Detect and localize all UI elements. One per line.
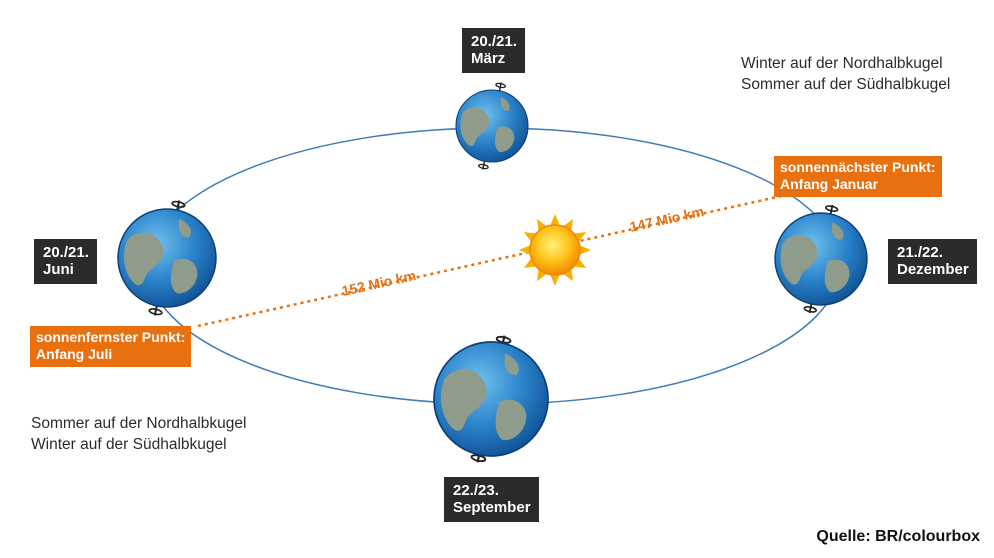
earth-icon-march <box>455 80 529 172</box>
season-text-bottom-left: Sommer auf der Nordhalbkugel Winter auf … <box>31 415 247 453</box>
sun-icon <box>519 214 591 286</box>
perihelion-distance-label: 147 Mio km <box>628 203 705 235</box>
earth-icon-september <box>433 333 549 465</box>
aphelion-distance-label: 152 Mio km <box>340 267 417 299</box>
date-label-march: 20./21. März <box>462 28 525 73</box>
date-label-june: 20./21. Juni <box>34 239 97 284</box>
aphelion-label: sonnenfernster Punkt: Anfang Juli <box>30 326 192 367</box>
perihelion-label: sonnennächster Punkt: Anfang Januar <box>774 156 942 197</box>
season-text-top-right: Winter auf der Nordhalbkugel Sommer auf … <box>741 55 951 93</box>
source-credit: Quelle: BR/colourbox <box>816 528 980 545</box>
date-label-september: 22./23. September <box>444 477 539 522</box>
earth-icon-december <box>774 202 868 316</box>
earth-icon-june <box>117 198 217 318</box>
distance-line <box>197 193 787 328</box>
date-label-december: 21./22. Dezember <box>888 239 977 284</box>
